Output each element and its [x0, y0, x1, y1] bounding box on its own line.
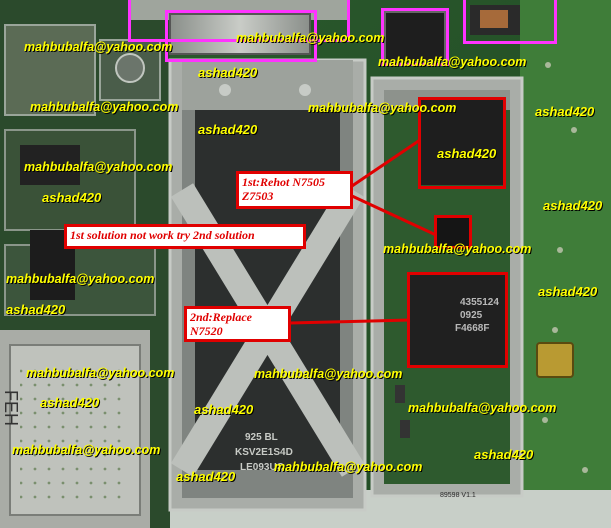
watermark-email: mahbubalfa@yahoo.com — [30, 100, 179, 114]
watermark-email: mahbubalfa@yahoo.com — [12, 443, 161, 457]
step1-note: 1st:Rehot N7505 Z7503 — [236, 171, 353, 209]
shield-marking-1: 925 BL — [245, 432, 278, 443]
watermark-user: ashad420 — [543, 198, 603, 213]
watermark-user: ashad420 — [6, 302, 66, 317]
watermark-user: ashad420 — [474, 447, 534, 462]
watermark-user: ashad420 — [40, 395, 100, 410]
connector-highlight-4 — [463, 0, 557, 44]
watermark-user: ashad420 — [198, 122, 258, 137]
chip-highlight-n7505 — [418, 97, 506, 189]
watermark-email: mahbubalfa@yahoo.com — [26, 366, 175, 380]
shield-marking-2: KSV2E1S4D — [235, 447, 293, 458]
watermark-email: mahbubalfa@yahoo.com — [254, 367, 403, 381]
watermark-email: mahbubalfa@yahoo.com — [24, 40, 173, 54]
watermark-email: mahbubalfa@yahoo.com — [274, 460, 423, 474]
shield-marking-3: LE093UC — [240, 462, 284, 473]
connector-highlight-1 — [128, 0, 350, 42]
watermark-email: mahbubalfa@yahoo.com — [378, 55, 527, 69]
chip-marking-1: 4355124 — [460, 297, 499, 308]
step2-line1: 2nd:Replace — [190, 310, 252, 324]
watermark-user: ashad420 — [535, 104, 595, 119]
watermark-email: mahbubalfa@yahoo.com — [6, 272, 155, 286]
watermark-user: ashad420 — [198, 65, 258, 80]
connector-highlight-3 — [381, 8, 449, 66]
watermark-email: mahbubalfa@yahoo.com — [408, 401, 557, 415]
watermark-user: ashad420 — [42, 190, 102, 205]
step2-line2: N7520 — [190, 324, 223, 338]
step1-line1: 1st:Rehot N7505 — [242, 175, 326, 189]
watermark-email: mahbubalfa@yahoo.com — [24, 160, 173, 174]
watermark-email: mahbubalfa@yahoo.com — [383, 242, 532, 256]
step1-line2: Z7503 — [242, 189, 274, 203]
chip-highlight-z7503 — [434, 215, 472, 249]
fallback-note: 1st solution not work try 2nd solution — [64, 224, 306, 249]
fallback-text: 1st solution not work try 2nd solution — [70, 228, 255, 242]
watermark-user: ashad420 — [538, 284, 598, 299]
connector-highlight-2 — [165, 10, 317, 62]
step2-note: 2nd:Replace N7520 — [184, 306, 291, 342]
watermark-email: mahbubalfa@yahoo.com — [308, 101, 457, 115]
watermark-user: ashad420 — [176, 469, 236, 484]
watermark-user: ashad420 — [437, 146, 497, 161]
board-code: 89598 V1.1 — [440, 492, 476, 499]
svg-text:FEH: FEH — [1, 390, 21, 426]
watermark-user: ashad420 — [194, 402, 254, 417]
chip-highlight-n7520 — [407, 272, 508, 368]
chip-marking-3: F4668F — [455, 323, 489, 334]
chip-marking-2: 0925 — [460, 310, 483, 321]
watermark-email: mahbubalfa@yahoo.com — [236, 31, 385, 45]
